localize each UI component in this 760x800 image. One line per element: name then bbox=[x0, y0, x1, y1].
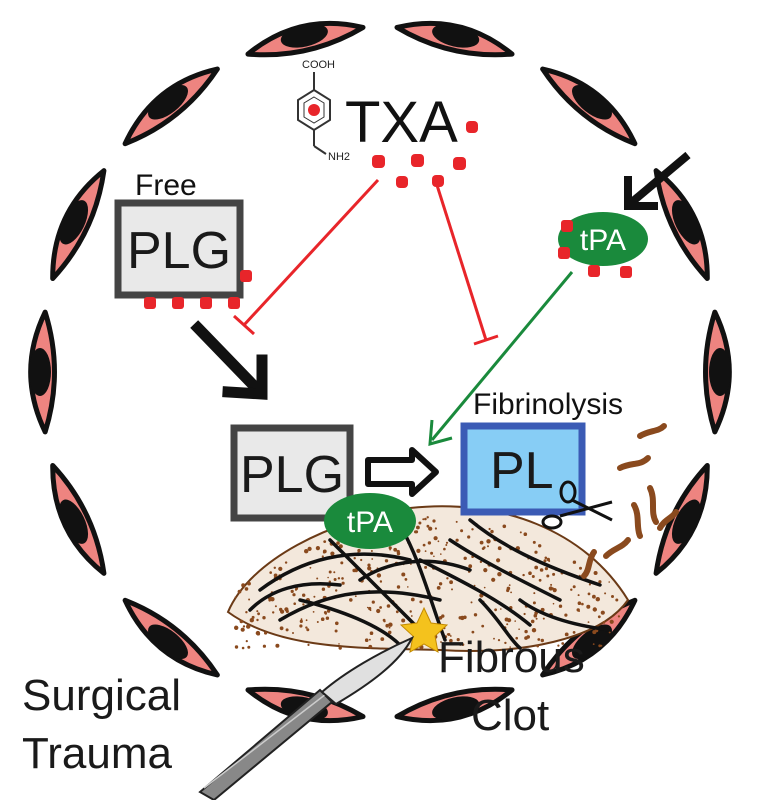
cell-nucleus bbox=[29, 348, 51, 396]
tpa-bound bbox=[324, 493, 416, 549]
conversion-arrow bbox=[365, 447, 439, 497]
txa-molecules bbox=[372, 121, 478, 188]
fibrinolysis-caption: Fibrinolysis bbox=[473, 388, 623, 421]
clot-label-line1: Fibrous bbox=[438, 633, 585, 682]
cell-nucleus bbox=[671, 200, 701, 245]
binding-arrow bbox=[190, 320, 268, 400]
tpa-free-txa-dots bbox=[558, 220, 632, 278]
cell-nucleus bbox=[572, 85, 612, 120]
activation-arrow bbox=[428, 271, 574, 447]
bound-plg-label: PLG bbox=[240, 446, 344, 504]
trauma-label-line2: Trauma bbox=[22, 729, 172, 778]
cell-nucleus bbox=[432, 696, 480, 721]
cell-nucleus bbox=[671, 499, 701, 544]
tpa-release-arrow bbox=[624, 151, 691, 210]
free-caption: Free bbox=[135, 169, 197, 202]
cell-nucleus bbox=[148, 85, 188, 120]
cell-nucleus bbox=[59, 499, 89, 544]
txa-cooh-label: COOH bbox=[302, 59, 335, 71]
tpa-free-label: tPA bbox=[580, 224, 626, 257]
cell-nucleus bbox=[148, 624, 188, 659]
injury-star-icon bbox=[399, 606, 449, 653]
free-plg-label: PLG bbox=[127, 222, 231, 280]
scalpel-icon bbox=[198, 635, 415, 800]
vessel-wall bbox=[28, 20, 732, 724]
fibrin-fragments bbox=[581, 423, 679, 579]
txa-nh2-label: NH2 bbox=[328, 151, 350, 163]
inhibition-lines bbox=[232, 178, 499, 346]
bound-plg-box bbox=[230, 424, 354, 522]
tpa-free bbox=[558, 212, 648, 266]
clot-label-line2: Clot bbox=[471, 691, 549, 740]
cell-nucleus bbox=[432, 23, 480, 48]
txa-label: TXA bbox=[345, 90, 458, 155]
tpa-bound-label: tPA bbox=[347, 506, 393, 539]
trauma-label-line1: Surgical bbox=[22, 671, 181, 720]
cell-nucleus bbox=[59, 200, 89, 245]
scissors-icon bbox=[541, 480, 613, 530]
free-plg-box bbox=[114, 199, 244, 299]
plasmin-label: PL bbox=[490, 442, 554, 500]
txa-structure: COOH NH2 bbox=[297, 59, 350, 163]
cell-nucleus bbox=[572, 624, 612, 659]
cell-nucleus bbox=[709, 348, 731, 396]
free-plg-txa-dots bbox=[144, 270, 252, 309]
cell-nucleus bbox=[280, 23, 328, 48]
